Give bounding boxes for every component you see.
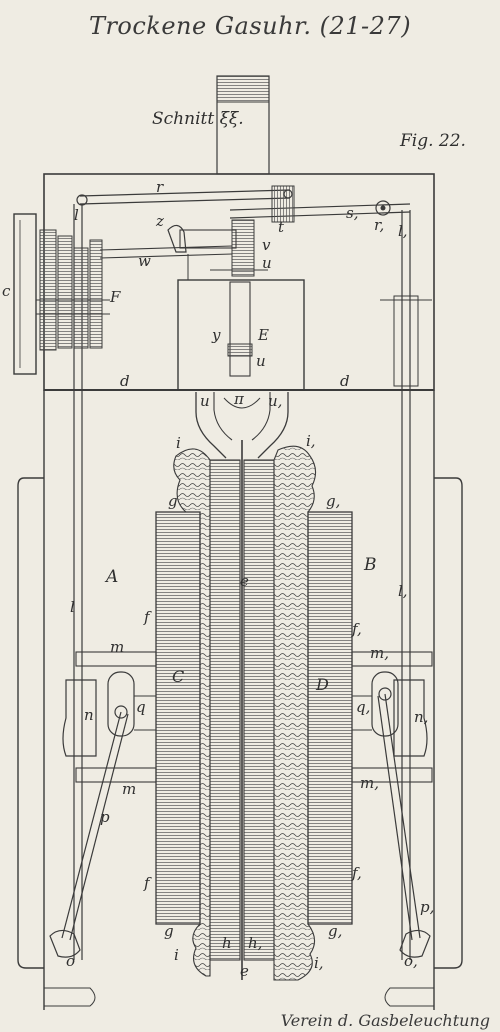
label-y: y [211, 326, 221, 344]
label-A: A [104, 567, 118, 587]
label-p1: p, [420, 898, 434, 916]
label-c: c [2, 282, 11, 300]
part-labels: Schnitt ξξ. Fig. 22. r s, r, l l, z t v … [2, 109, 466, 980]
label-u-left: u [200, 392, 210, 410]
lower-casing [17, 390, 463, 1010]
label-o1: o, [404, 952, 418, 970]
figure-label: Fig. 22. [399, 131, 466, 151]
label-D: D [315, 675, 329, 694]
valve-mechanism [99, 219, 268, 377]
label-f1-right-bot: f, [351, 864, 362, 882]
inlet-pipe [216, 75, 270, 175]
label-u-mid: u [256, 352, 266, 370]
connecting-rods [49, 693, 431, 958]
label-m1-bot: m, [360, 774, 379, 792]
label-u1-right: u, [268, 392, 282, 410]
label-g-bot: g [164, 922, 174, 940]
label-w: w [138, 252, 151, 270]
label-g-top: g [168, 492, 178, 510]
footer-caption: Verein d. Gasbeleuchtung [280, 1011, 490, 1030]
label-s1: s, [346, 204, 358, 222]
label-m-bot: m [122, 780, 136, 798]
label-e-bot: e [240, 962, 249, 980]
label-h1: h, [248, 934, 262, 952]
label-o: o [66, 952, 75, 970]
label-F: F [109, 288, 121, 306]
section-label: Schnitt ξξ. [152, 109, 244, 129]
label-z: z [155, 212, 164, 230]
label-i1-bot: i, [314, 954, 324, 972]
guide-brackets [62, 651, 433, 783]
gear-train [13, 213, 110, 375]
label-r1: r, [374, 216, 384, 234]
label-f-left: f [143, 608, 152, 626]
label-q: q [136, 698, 146, 716]
label-r: r [156, 178, 164, 196]
label-l1-top: l, [398, 222, 408, 240]
label-p: p [100, 808, 110, 826]
outlet-channels [195, 392, 289, 459]
label-l-side: l [70, 598, 75, 616]
label-g1-top: g, [326, 492, 340, 510]
label-h: h [222, 934, 232, 952]
label-m-top: m [110, 638, 124, 656]
lever-linkage [76, 185, 411, 223]
label-m1-top: m, [370, 644, 389, 662]
label-d-right: d [340, 372, 350, 390]
label-d-left: d [120, 372, 130, 390]
label-f1-right: f, [351, 620, 362, 638]
label-i1-top: i, [306, 432, 316, 450]
label-l1-side: l, [398, 582, 408, 600]
label-C: C [172, 667, 184, 686]
label-g1-bot: g, [328, 922, 342, 940]
diagram-title: Trockene Gasuhr. (21-27) [88, 12, 412, 40]
label-n1: n, [414, 708, 428, 726]
label-pi: π [233, 390, 245, 408]
label-u-top: u [262, 254, 272, 272]
label-n: n [84, 706, 94, 724]
label-e-mid: e [240, 572, 249, 590]
label-l-top: l [74, 206, 79, 224]
label-B: B [363, 555, 377, 575]
bellows-chambers [155, 440, 353, 980]
label-i-bot: i [174, 946, 179, 964]
label-E: E [257, 326, 269, 344]
label-t: t [278, 218, 285, 236]
label-v: v [262, 236, 271, 254]
label-q1: q, [356, 698, 370, 716]
leather-membranes [173, 445, 317, 981]
label-f-left-bot: f [143, 874, 152, 892]
label-i-top: i [176, 434, 181, 452]
